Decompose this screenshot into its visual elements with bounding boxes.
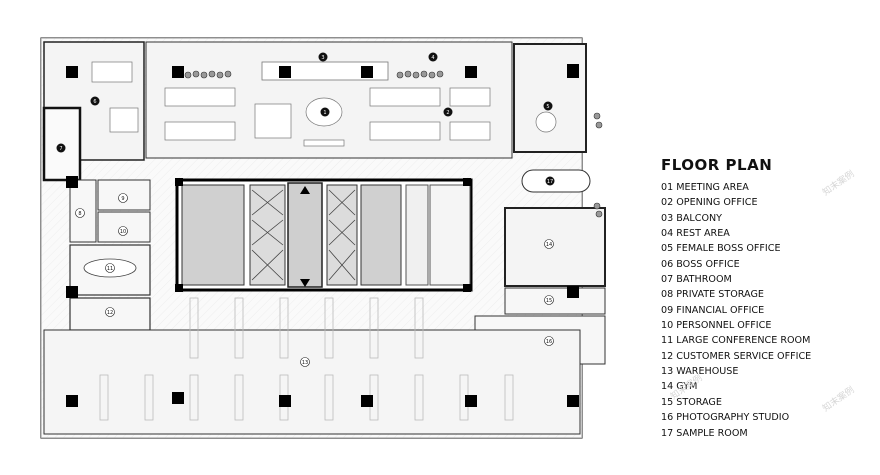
room-marker-label: 10	[120, 229, 126, 235]
legend-item: 09 FINANCIAL OFFICE	[661, 304, 765, 316]
room-marker-label: 12	[107, 310, 113, 316]
legend-item: 15 STORAGE	[661, 396, 722, 408]
watermark-text: 知末案例	[821, 169, 857, 199]
room-marker-label: 17	[547, 179, 553, 185]
plants	[184, 70, 603, 218]
room-marker-label: 7	[59, 146, 62, 152]
legend-list: 01 MEETING AREA 02 OPENING OFFICE 03 BAL…	[661, 180, 811, 441]
legend-item: 13 WAREHOUSE	[661, 366, 739, 378]
legend-item: 06 BOSS OFFICE	[661, 258, 740, 270]
legend-item: 04 REST AREA	[661, 228, 730, 240]
room-marker-11: 11	[105, 263, 115, 273]
room-number-markers: 1 2 3 4 5 6 7 8 9 10 11 12 13 14 15 16 1…	[56, 52, 555, 367]
legend-item: 10 PERSONNEL OFFICE	[661, 320, 772, 332]
room-marker-2: 2	[443, 107, 453, 117]
room-marker-7: 7	[56, 143, 66, 153]
room-marker-4: 4	[428, 52, 438, 62]
room-storage	[504, 287, 606, 315]
room-marker-label: 1	[323, 110, 326, 116]
room-marker-label: 4	[431, 55, 434, 61]
floor-plan-drawing: 1 2 3 4 5 6 7 8 9 10 11 12 13 14 15 16 1…	[40, 37, 606, 439]
room-marker-9: 9	[118, 193, 128, 203]
legend-item: 16 PHOTOGRAPHY STUDIO	[661, 412, 790, 424]
room-marker-label: 8	[78, 211, 81, 217]
room-marker-17: 17	[545, 176, 555, 186]
room-marker-label: 15	[546, 298, 552, 304]
legend-item: 07 BATHROOM	[661, 274, 732, 286]
room-marker-label: 9	[121, 196, 124, 202]
room-marker-8: 8	[75, 208, 85, 218]
watermark-text: 知末案例	[821, 385, 857, 415]
room-marker-5: 5	[543, 101, 553, 111]
room-marker-6: 6	[90, 96, 100, 106]
room-marker-label: 16	[546, 339, 552, 345]
room-warehouse	[43, 329, 581, 435]
room-marker-16: 16	[544, 336, 554, 346]
room-gym	[504, 207, 606, 287]
room-marker-10: 10	[118, 226, 128, 236]
room-marker-label: 3	[321, 55, 324, 61]
legend-item: 05 FEMALE BOSS OFFICE	[661, 243, 781, 255]
legend: FLOOR PLAN 01 MEETING AREA 02 OPENING OF…	[661, 156, 811, 441]
legend-item: 11 LARGE CONFERENCE ROOM	[661, 335, 811, 347]
room-marker-13: 13	[300, 357, 310, 367]
room-female-boss-office	[513, 43, 587, 153]
legend-item: 01 MEETING AREA	[661, 182, 749, 193]
room-marker-label: 13	[302, 360, 308, 366]
legend-item: 12 CUSTOMER SERVICE OFFICE	[661, 350, 812, 362]
room-marker-12: 12	[105, 307, 115, 317]
room-large-conference	[69, 244, 151, 296]
room-marker-label: 11	[107, 266, 113, 272]
room-sample-room	[521, 169, 591, 193]
room-marker-label: 2	[446, 110, 449, 116]
room-marker-1: 1	[320, 107, 330, 117]
room-marker-3: 3	[318, 52, 328, 62]
legend-item: 03 BALCONY	[661, 212, 723, 224]
room-marker-label: 6	[93, 99, 96, 105]
legend-title: FLOOR PLAN	[661, 156, 773, 174]
legend-item: 14 GYM	[661, 381, 698, 393]
room-marker-label: 5	[546, 104, 549, 110]
structural-columns	[66, 64, 579, 407]
legend-item: 08 PRIVATE STORAGE	[661, 289, 764, 301]
legend-item: 17 SAMPLE ROOM	[661, 427, 748, 439]
balcony	[261, 61, 389, 81]
room-marker-15: 15	[544, 295, 554, 305]
room-marker-label: 14	[546, 242, 552, 248]
legend-item: 02 OPENING OFFICE	[661, 197, 758, 209]
room-marker-14: 14	[544, 239, 554, 249]
